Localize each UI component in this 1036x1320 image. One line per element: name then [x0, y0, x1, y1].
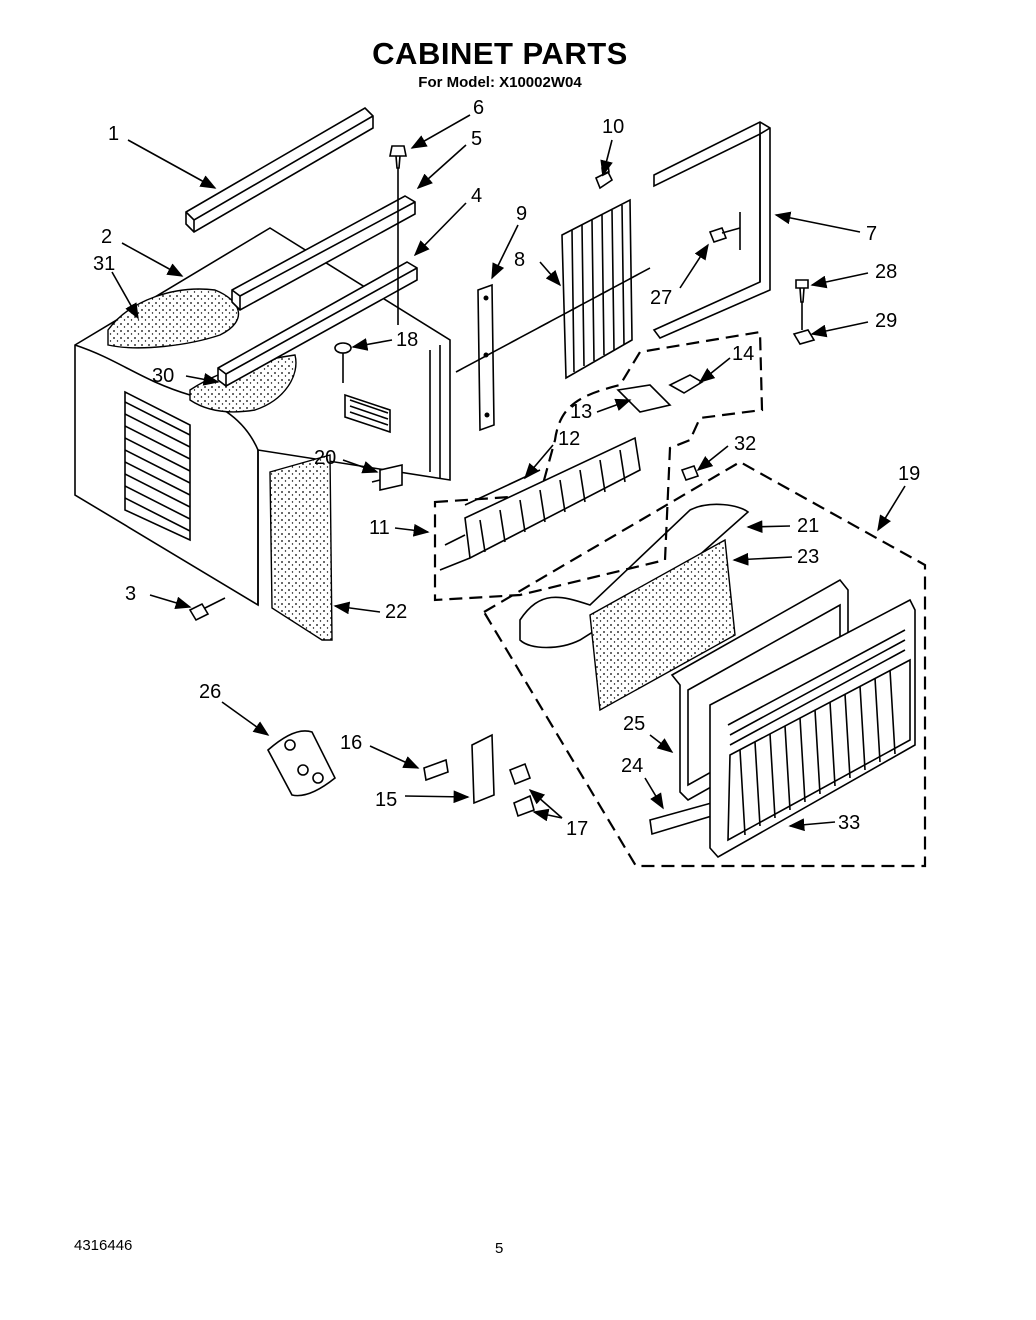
callout-4: 4 [471, 185, 482, 207]
callout-13: 13 [570, 401, 592, 423]
bracket-26 [266, 730, 337, 797]
coil-8 [561, 198, 633, 380]
callout-labels: 1 2 3 4 5 6 7 8 9 10 11 12 13 14 15 16 1… [93, 97, 920, 840]
leader-lines [111, 114, 906, 832]
callout-30: 30 [152, 365, 174, 387]
insulation-panel-22 [269, 454, 333, 641]
callout-21: 21 [797, 515, 819, 537]
side-louvers [124, 390, 191, 542]
callout-9: 9 [516, 203, 527, 225]
rod-frame-21 [519, 503, 750, 649]
model-subtitle: For Model: X10002W04 [418, 74, 582, 91]
callout-26: 26 [199, 681, 221, 703]
callout-32: 32 [734, 433, 756, 455]
strip-24 [649, 800, 716, 836]
knob-17b [513, 794, 535, 818]
callout-17: 17 [566, 818, 588, 840]
callout-6: 6 [473, 97, 484, 119]
clip-29 [792, 329, 816, 345]
callout-2: 2 [101, 226, 112, 248]
plug-18 [334, 342, 352, 354]
callout-19: 19 [898, 463, 920, 485]
callout-7: 7 [866, 223, 877, 245]
callout-5: 5 [471, 128, 482, 150]
callout-31: 31 [93, 253, 115, 275]
callout-14: 14 [732, 343, 754, 365]
callout-10: 10 [602, 116, 624, 138]
screw-6 [389, 145, 407, 169]
callout-33: 33 [838, 812, 860, 834]
plate-15 [471, 733, 495, 805]
group-box-11-14 [433, 330, 764, 602]
page-title: CABINET PARTS [372, 36, 628, 71]
clip-20 [371, 463, 403, 492]
rail-5 [231, 195, 416, 311]
callout-27: 27 [650, 287, 672, 309]
screw-27 [708, 227, 741, 243]
lever-14 [668, 374, 704, 394]
screw-3 [188, 597, 226, 622]
callout-15: 15 [375, 789, 397, 811]
callout-29: 29 [875, 310, 897, 332]
page-number: 5 [495, 1240, 504, 1257]
callout-20: 20 [314, 447, 336, 469]
screw-32 [680, 465, 700, 481]
filter-panel-23 [589, 538, 736, 712]
callout-16: 16 [340, 732, 362, 754]
screw-28 [795, 279, 809, 303]
callout-25: 25 [623, 713, 645, 735]
group-box-19 [482, 460, 927, 868]
callout-1: 1 [108, 123, 119, 145]
block-16 [423, 758, 449, 782]
bracket-13 [616, 384, 672, 413]
callout-8: 8 [514, 249, 525, 271]
louver-assembly-11 [439, 436, 641, 571]
callout-22: 22 [385, 601, 407, 623]
callout-12: 12 [558, 428, 580, 450]
callout-28: 28 [875, 261, 897, 283]
insulation-31 [107, 288, 240, 349]
callout-11: 11 [369, 517, 390, 539]
knob-17a [508, 762, 532, 786]
callout-3: 3 [125, 583, 136, 605]
frame-7 [652, 121, 771, 339]
callout-23: 23 [797, 546, 819, 568]
part-number: 4316446 [74, 1237, 133, 1254]
front-grille-33 [709, 598, 916, 859]
callout-24: 24 [621, 755, 643, 777]
callout-18: 18 [396, 329, 418, 351]
